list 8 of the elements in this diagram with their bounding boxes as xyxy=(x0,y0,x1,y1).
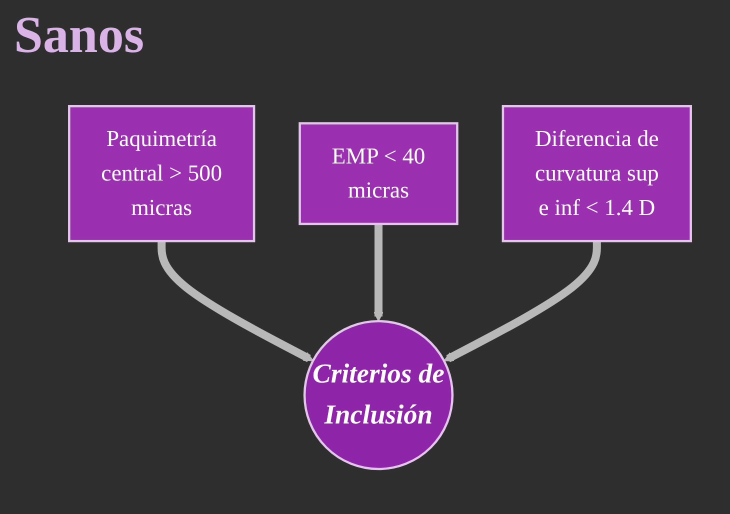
node-box: Paquimetría central > 500 micras xyxy=(68,105,256,243)
node-box: Diferencia de curvatura sup e inf < 1.4 D xyxy=(502,105,692,243)
arrow xyxy=(158,242,314,362)
slide-title: Sanos xyxy=(14,6,144,65)
arrow xyxy=(444,242,601,363)
node-box: EMP < 40 micras xyxy=(298,122,458,226)
arrow xyxy=(373,224,384,322)
node-circle: Criterios de Inclusión xyxy=(303,320,454,471)
